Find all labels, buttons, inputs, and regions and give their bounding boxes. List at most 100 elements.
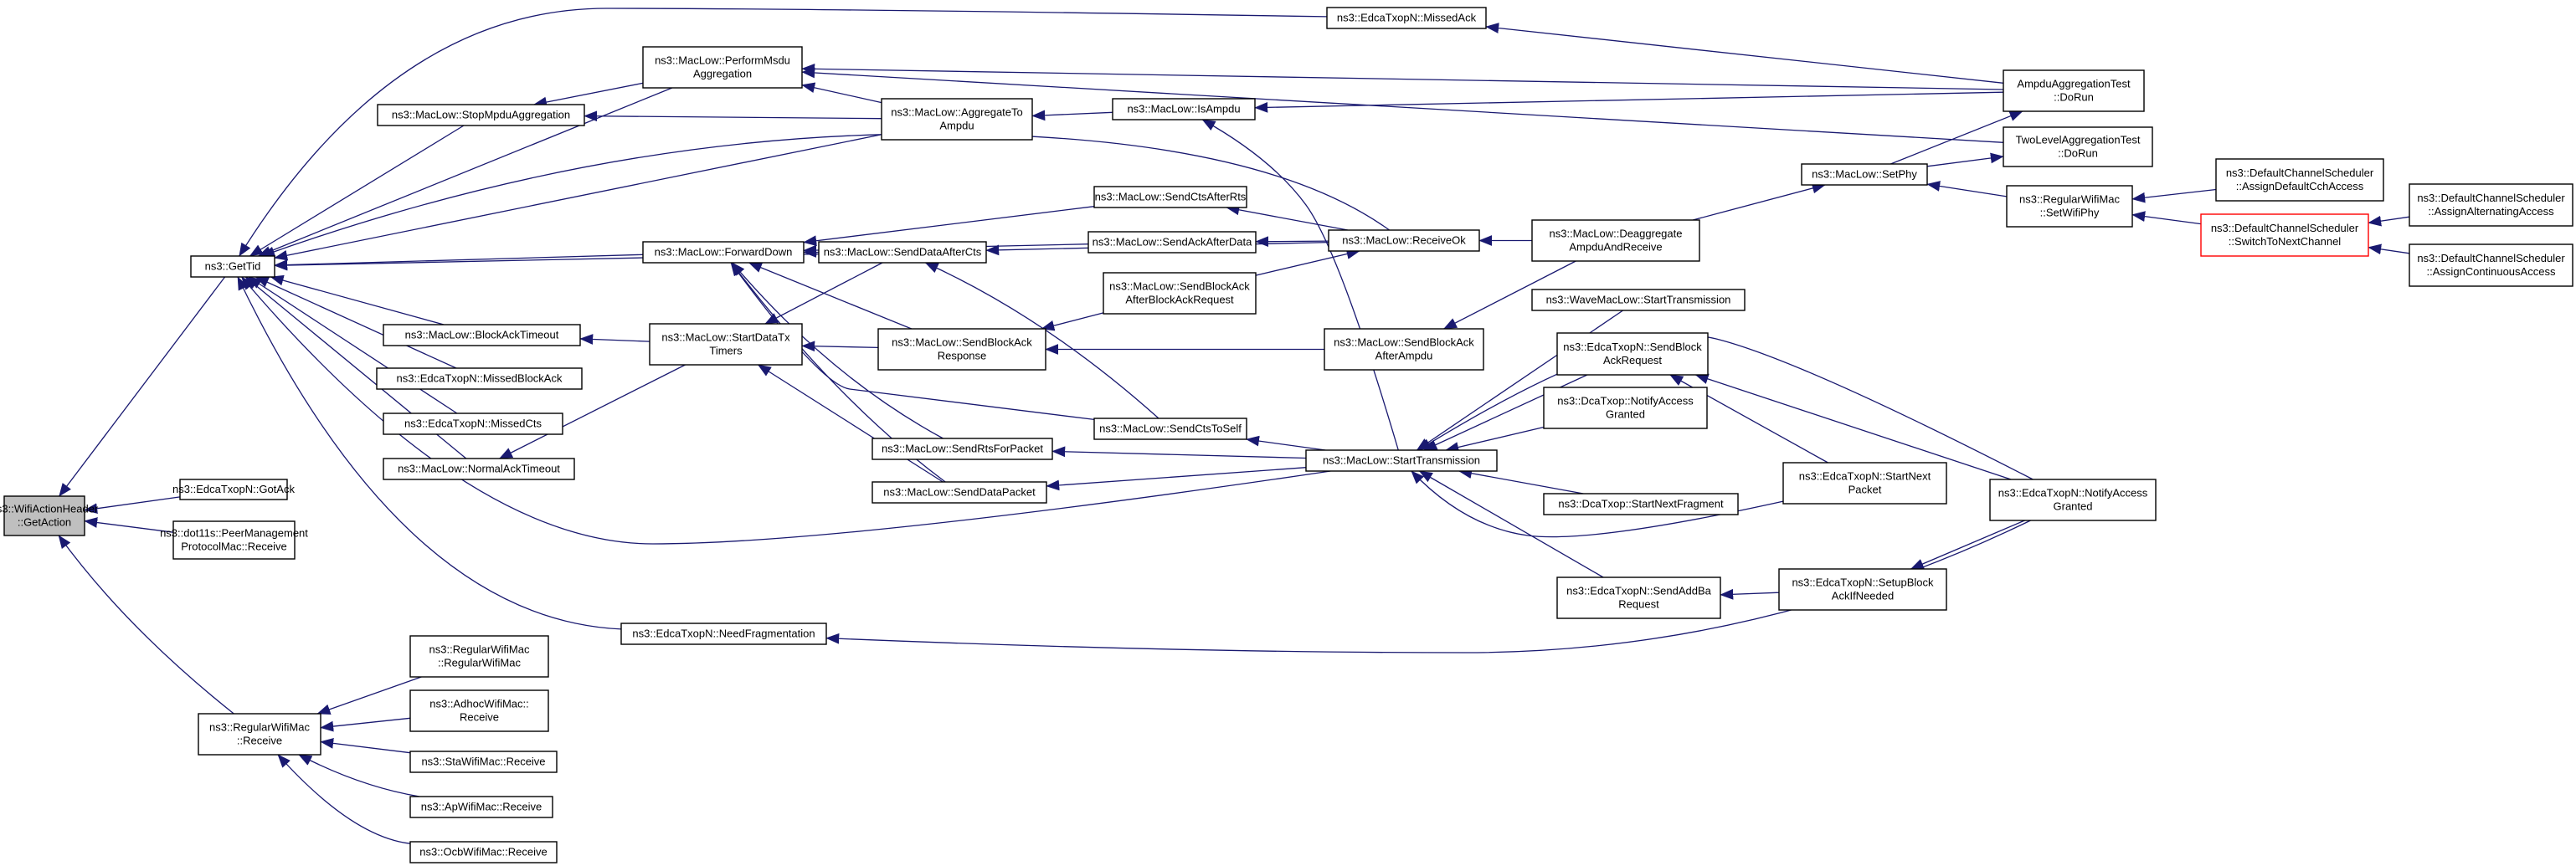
- node-box[interactable]: [1326, 7, 1487, 29]
- node-box[interactable]: [383, 413, 563, 435]
- node-box[interactable]: [818, 241, 987, 264]
- node-normalacktimeout[interactable]: ns3::MacLow::NormalAckTimeout: [383, 458, 575, 480]
- node-box[interactable]: [377, 104, 585, 126]
- node-box[interactable]: [1989, 479, 2157, 521]
- node-box[interactable]: [881, 98, 1033, 141]
- node-missedcts[interactable]: ns3::EdcaTxopN::MissedCts: [383, 413, 563, 435]
- node-box[interactable]: [1324, 328, 1484, 371]
- node-setphy[interactable]: ns3::MacLow::SetPhy: [1801, 163, 1928, 186]
- node-box[interactable]: [383, 458, 575, 480]
- node-box[interactable]: [409, 635, 549, 678]
- node-box[interactable]: [1087, 231, 1257, 254]
- node-gettid[interactable]: ns3::GetTid: [190, 255, 275, 278]
- node-apreceive[interactable]: ns3::ApWifiMac::Receive: [409, 796, 553, 818]
- node-box[interactable]: [1305, 449, 1498, 472]
- node-box[interactable]: [409, 841, 558, 863]
- node-sendctstoself[interactable]: ns3::MacLow::SendCtsToSelf: [1093, 418, 1247, 440]
- node-box[interactable]: [1103, 272, 1257, 315]
- node-switchnext[interactable]: ns3::DefaultChannelScheduler::SwitchToNe…: [2200, 213, 2369, 257]
- node-assigncont[interactable]: ns3::DefaultChannelScheduler::AssignCont…: [2409, 243, 2573, 287]
- node-box[interactable]: [383, 324, 581, 346]
- node-box[interactable]: [649, 323, 803, 366]
- node-sendrtsforpacket[interactable]: ns3::MacLow::SendRtsForPacket: [872, 438, 1053, 460]
- node-box[interactable]: [1093, 186, 1247, 208]
- node-box[interactable]: [2003, 69, 2145, 112]
- node-missedack[interactable]: ns3::EdcaTxopN::MissedAck: [1326, 7, 1487, 29]
- node-box[interactable]: [409, 796, 553, 818]
- node-adhocreceive[interactable]: ns3::AdhocWifiMac::Receive: [409, 689, 549, 732]
- node-box[interactable]: [190, 255, 275, 278]
- node-setwifiphy[interactable]: ns3::RegularWifiMac::SetWifiPhy: [2006, 185, 2133, 228]
- node-box[interactable]: [872, 481, 1047, 504]
- node-blockacktimeout[interactable]: ns3::MacLow::BlockAckTimeout: [383, 324, 581, 346]
- node-needfrag[interactable]: ns3::EdcaTxopN::NeedFragmentation: [620, 623, 827, 645]
- node-peermgmt[interactable]: ns3::dot11s::PeerManagementProtocolMac::…: [160, 520, 308, 560]
- node-box[interactable]: [2003, 126, 2153, 167]
- node-gotack[interactable]: ns3::EdcaTxopN::GotAck: [172, 479, 295, 500]
- node-box[interactable]: [2409, 183, 2573, 227]
- node-isampdu[interactable]: ns3::MacLow::IsAmpdu: [1112, 98, 1256, 120]
- node-assigndefcch[interactable]: ns3::DefaultChannelScheduler::AssignDefa…: [2215, 158, 2384, 202]
- node-ocbreceive[interactable]: ns3::OcbWifiMac::Receive: [409, 841, 558, 863]
- node-twoleveltest[interactable]: TwoLevelAggregationTest::DoRun: [2003, 126, 2153, 167]
- node-box[interactable]: [1543, 387, 1708, 429]
- node-box[interactable]: [1531, 289, 1746, 311]
- node-box[interactable]: [3, 495, 85, 536]
- node-wavestarttx[interactable]: ns3::WaveMacLow::StartTransmission: [1531, 289, 1746, 311]
- node-senddataafterrcts[interactable]: ns3::MacLow::SendDataAfterCts: [818, 241, 987, 264]
- node-box[interactable]: [1093, 418, 1247, 440]
- node-box[interactable]: [642, 46, 803, 89]
- node-box[interactable]: [409, 689, 549, 732]
- node-box[interactable]: [198, 713, 321, 756]
- node-box[interactable]: [1543, 493, 1739, 515]
- node-missedblockack[interactable]: ns3::EdcaTxopN::MissedBlockAck: [376, 367, 583, 390]
- node-senddatapacket[interactable]: ns3::MacLow::SendDataPacket: [872, 481, 1047, 504]
- node-box[interactable]: [1112, 98, 1256, 120]
- node-box[interactable]: [2200, 213, 2369, 257]
- node-box[interactable]: [642, 241, 805, 264]
- node-box[interactable]: [1801, 163, 1928, 186]
- node-rwmctor[interactable]: ns3::RegularWifiMac::RegularWifiMac: [409, 635, 549, 678]
- node-box[interactable]: [179, 479, 288, 500]
- node-sendbaafterbar[interactable]: ns3::MacLow::SendBlockAckAfterBlockAckRe…: [1103, 272, 1257, 315]
- node-box[interactable]: [172, 520, 296, 560]
- node-sendctsafterrts[interactable]: ns3::MacLow::SendCtsAfterRts: [1093, 186, 1247, 208]
- node-getaction[interactable]: ns3::WifiActionHeader::GetAction: [0, 495, 99, 536]
- node-box[interactable]: [2006, 185, 2133, 228]
- node-ampdutest[interactable]: AmpduAggregationTest::DoRun: [2003, 69, 2145, 112]
- node-box[interactable]: [1782, 462, 1947, 505]
- node-box[interactable]: [620, 623, 827, 645]
- node-box[interactable]: [1328, 229, 1480, 252]
- node-box[interactable]: [1531, 219, 1700, 262]
- node-box[interactable]: [2409, 243, 2573, 287]
- node-box[interactable]: [1556, 576, 1721, 619]
- node-stopmpdu[interactable]: ns3::MacLow::StopMpduAggregation: [377, 104, 585, 126]
- node-box[interactable]: [409, 751, 558, 773]
- node-box[interactable]: [877, 328, 1046, 371]
- node-assignalt[interactable]: ns3::DefaultChannelScheduler::AssignAlte…: [2409, 183, 2573, 227]
- node-sendackafterdata[interactable]: ns3::MacLow::SendAckAfterData: [1087, 231, 1257, 254]
- node-starttransmission[interactable]: ns3::MacLow::StartTransmission: [1305, 449, 1498, 472]
- node-box[interactable]: [1556, 332, 1709, 376]
- node-box[interactable]: [872, 438, 1053, 460]
- node-receiveok[interactable]: ns3::MacLow::ReceiveOk: [1328, 229, 1480, 252]
- node-stareceive[interactable]: ns3::StaWifiMac::Receive: [409, 751, 558, 773]
- node-rwmreceive[interactable]: ns3::RegularWifiMac::Receive: [198, 713, 321, 756]
- node-forwarddown[interactable]: ns3::MacLow::ForwardDown: [642, 241, 805, 264]
- node-dcastartnextfrag[interactable]: ns3::DcaTxop::StartNextFragment: [1543, 493, 1739, 515]
- node-box[interactable]: [2215, 158, 2384, 202]
- node-box[interactable]: [1778, 568, 1947, 611]
- node-box[interactable]: [376, 367, 583, 390]
